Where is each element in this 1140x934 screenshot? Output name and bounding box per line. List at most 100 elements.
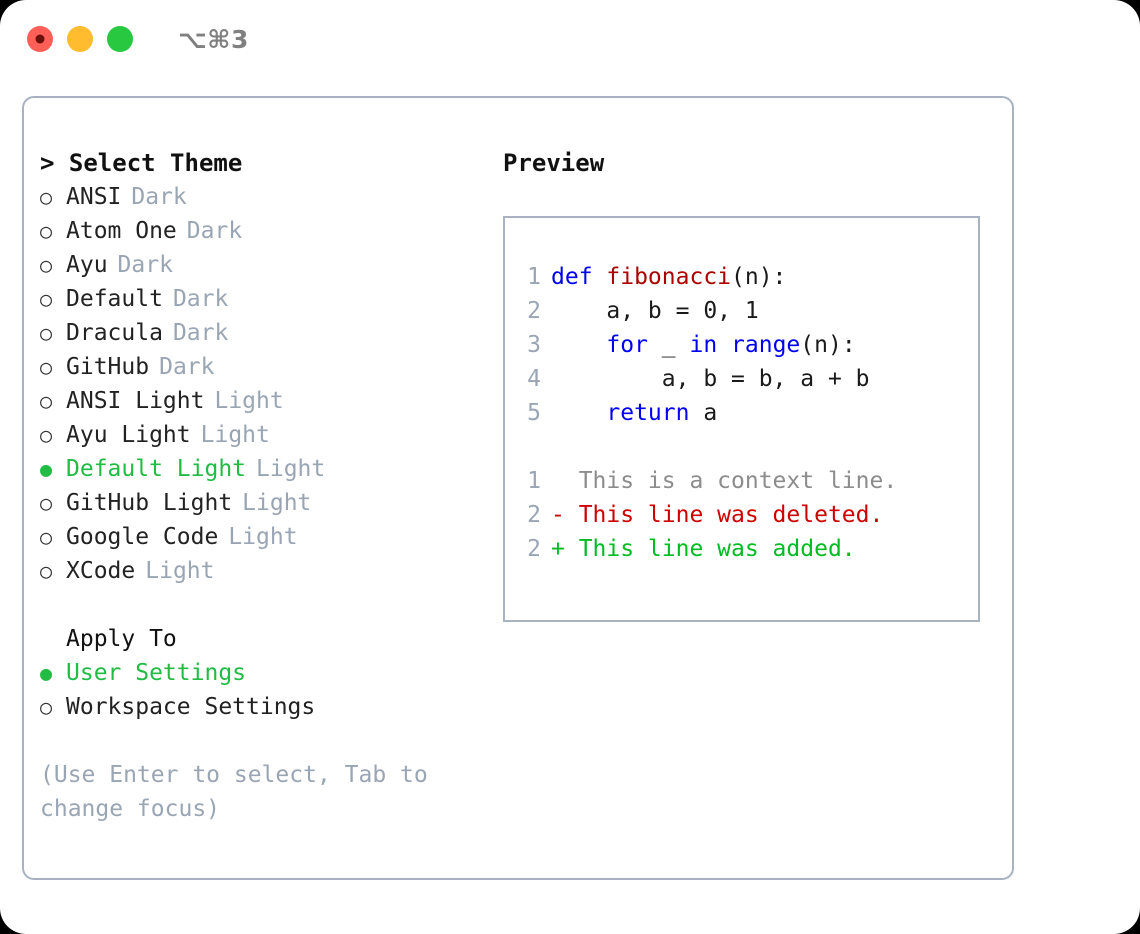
theme-option-variant-tag: Dark	[186, 218, 243, 244]
radio-unselected-icon[interactable]: ○	[40, 185, 53, 209]
code-line: 1 def fibonacci(n):	[505, 260, 978, 294]
radio-unselected-icon[interactable]: ○	[40, 321, 53, 345]
select-theme-heading: > Select Theme	[40, 149, 243, 177]
theme-option-variant-tag: Light	[242, 490, 312, 516]
theme-option-label: XCode	[66, 558, 136, 584]
radio-unselected-icon[interactable]: ○	[40, 219, 53, 243]
code-token: return	[606, 400, 690, 426]
theme-option-label: Default Light	[66, 456, 247, 482]
theme-option-variant-tag: Light	[214, 388, 284, 414]
theme-option-label: Ayu	[66, 252, 108, 278]
close-button-icon[interactable]	[27, 26, 53, 52]
theme-option-variant-tag: Dark	[131, 184, 187, 210]
code-token: in	[689, 332, 718, 358]
minimize-button-icon[interactable]	[67, 26, 93, 52]
theme-option-variant-tag: Light	[228, 524, 298, 550]
diff-line: 1 This is a context line.	[505, 464, 978, 498]
diff-line-text: - This line was deleted.	[551, 502, 884, 528]
theme-option-label: GitHub Light	[66, 490, 233, 516]
keyboard-shortcut-label: ⌥⌘3	[178, 24, 249, 54]
radio-unselected-icon[interactable]: ○	[40, 695, 53, 719]
title-bar: ⌥⌘3	[0, 0, 1140, 78]
theme-option-row[interactable]: ○ GitHub Light Light	[40, 486, 470, 520]
code-token	[551, 332, 606, 358]
radio-unselected-icon[interactable]: ○	[40, 287, 53, 311]
diff-line: 2- This line was deleted.	[505, 498, 978, 532]
code-line: 2 a, b = 0, 1	[505, 294, 978, 328]
code-line-text: a, b = b, a + b	[551, 362, 870, 396]
code-token	[551, 400, 606, 426]
theme-option-row[interactable]: ○ Dracula Dark	[40, 316, 470, 350]
code-line-text: return a	[551, 396, 717, 430]
code-line-text: a, b = 0, 1	[551, 294, 758, 328]
radio-selected-icon[interactable]: ●	[40, 661, 53, 685]
radio-unselected-icon[interactable]: ○	[40, 253, 53, 277]
radio-unselected-icon[interactable]: ○	[40, 525, 53, 549]
code-token: for	[606, 332, 648, 358]
code-line-number: 4	[527, 366, 541, 392]
code-line: 3 for _ in range(n):	[505, 328, 978, 362]
maximize-button-icon[interactable]	[107, 26, 133, 52]
radio-unselected-icon[interactable]: ○	[40, 355, 53, 379]
theme-option-label: Atom One	[66, 218, 177, 244]
code-token: range	[731, 332, 801, 358]
radio-unselected-icon[interactable]: ○	[40, 559, 53, 583]
code-line-number: 1	[527, 264, 541, 290]
code-token: _	[647, 332, 690, 358]
theme-option-label: Default	[66, 286, 163, 312]
theme-option-variant-tag: Light	[200, 422, 270, 448]
code-token: (n):	[800, 332, 856, 358]
code-token: a	[689, 400, 718, 426]
theme-option-variant-tag: Dark	[172, 320, 229, 346]
code-token: a, b = b, a + b	[551, 366, 870, 392]
code-diff-gap	[505, 430, 978, 464]
code-line: 5 return a	[505, 396, 978, 430]
diff-line-text: + This line was added.	[551, 536, 856, 562]
radio-unselected-icon[interactable]: ○	[40, 491, 53, 515]
apply-to-option-label: Workspace Settings	[66, 694, 316, 720]
radio-selected-icon[interactable]: ●	[40, 457, 53, 481]
theme-option-row[interactable]: ● Default Light Light	[40, 452, 470, 486]
apply-to-options-list[interactable]: ●User Settings ○ Workspace Settings	[40, 656, 470, 724]
theme-option-variant-tag: Dark	[117, 252, 173, 278]
apply-to-option-row[interactable]: ○ Workspace Settings	[40, 690, 470, 724]
code-line-number: 3	[527, 332, 541, 358]
theme-option-label: GitHub	[66, 354, 150, 380]
radio-unselected-icon[interactable]: ○	[40, 423, 53, 447]
theme-option-variant-tag: Light	[256, 456, 326, 482]
theme-option-label: Google Code	[66, 524, 219, 550]
theme-option-label: Dracula	[66, 320, 163, 346]
apply-to-heading: Apply To	[66, 626, 177, 652]
code-token: (n):	[731, 264, 787, 290]
theme-option-row[interactable]: ○ Default Dark	[40, 282, 470, 316]
code-token: def	[551, 264, 607, 290]
diff-line: 2 + This line was added.	[505, 532, 978, 566]
theme-option-row[interactable]: ○ ANSI Dark	[40, 180, 470, 214]
window-controls	[27, 26, 133, 52]
radio-unselected-icon[interactable]: ○	[40, 389, 53, 413]
list-spacer	[40, 588, 470, 622]
diff-line-number: 1	[527, 468, 541, 494]
theme-option-label: ANSI	[66, 184, 122, 210]
code-line-text: for _ in range(n):	[551, 328, 856, 362]
code-token: fibonacci	[606, 264, 732, 290]
theme-option-row[interactable]: ○ Atom One Dark	[40, 214, 470, 248]
preview-heading: Preview	[503, 149, 605, 177]
code-token	[717, 332, 731, 358]
theme-option-variant-tag: Dark	[172, 286, 229, 312]
diff-line-number: 2	[527, 536, 541, 562]
theme-option-row[interactable]: ○ Google Code Light	[40, 520, 470, 554]
apply-to-option-row[interactable]: ●User Settings	[40, 656, 470, 690]
theme-option-row[interactable]: ○ Ayu Dark	[40, 248, 470, 282]
